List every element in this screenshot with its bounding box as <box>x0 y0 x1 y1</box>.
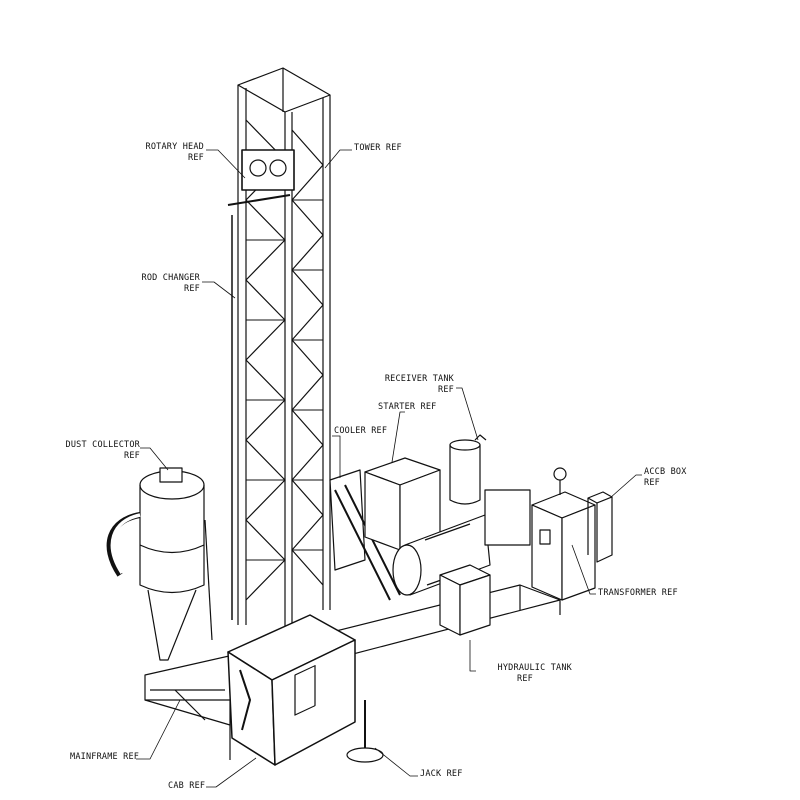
leader-lines <box>136 149 642 788</box>
dust-collector-label-line2: REF <box>124 451 140 461</box>
rotary-head-label-line2: REF <box>188 153 204 163</box>
hydraulic-tank-label-line1: HYDRAULIC TANK <box>497 663 572 673</box>
motor <box>392 489 531 596</box>
accb-box-label: ACCB BOX REF <box>644 467 687 489</box>
rotary-head-label: ROTARY HEAD REF <box>104 142 204 164</box>
hydraulic-tank-label-line2: REF <box>517 674 533 684</box>
tower-label: TOWER REF <box>354 143 402 153</box>
receiver-tank-label: RECEIVER TANK REF <box>360 374 454 396</box>
accb-box-label-line2: REF <box>644 478 660 488</box>
hydraulic-tank <box>439 564 491 636</box>
receiver-tank <box>449 434 487 505</box>
tower <box>227 67 331 630</box>
dust-collector-label: DUST COLLECTOR REF <box>30 440 140 462</box>
hydraulic-tank-label: HYDRAULIC TANK REF <box>478 663 572 685</box>
accb-box <box>587 491 613 563</box>
jack-label: JACK REF <box>420 769 463 779</box>
accb-box-label-line1: ACCB BOX <box>644 467 687 477</box>
rotary-head-label-line1: ROTARY HEAD <box>145 142 204 152</box>
transformer <box>531 467 596 601</box>
receiver-tank-label-line1: RECEIVER TANK <box>384 374 454 384</box>
rod-changer-label: ROD CHANGER REF <box>100 273 200 295</box>
transformer-label: TRANSFORMER REF <box>598 588 678 598</box>
rod-changer-label-line1: ROD CHANGER <box>141 273 200 283</box>
receiver-tank-label-line2: REF <box>438 385 454 395</box>
cooler <box>329 469 401 601</box>
dust-collector-label-line1: DUST COLLECTOR <box>65 440 140 450</box>
mainframe-label: MAINFRAME REF <box>70 752 140 762</box>
jack <box>346 700 384 763</box>
cooler-label: COOLER REF <box>334 426 388 436</box>
rod-changer-label-line2: REF <box>184 284 200 294</box>
starter-label: STARTER REF <box>378 402 437 412</box>
cab-label: CAB REF <box>168 781 206 791</box>
dust-collector <box>106 467 213 661</box>
cab <box>227 614 356 766</box>
